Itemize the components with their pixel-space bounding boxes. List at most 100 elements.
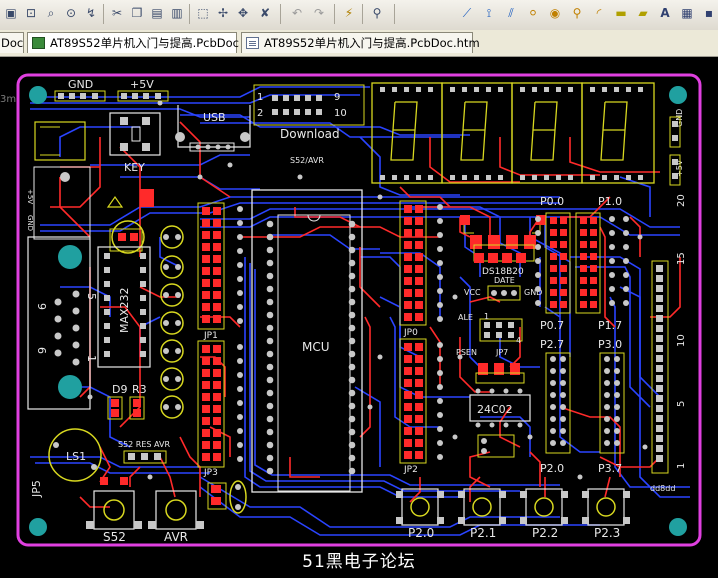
polygon-icon[interactable]: ▰ [638, 6, 648, 20]
mounting-hole [29, 518, 47, 536]
p2-header [545, 352, 571, 454]
svg-text:10: 10 [334, 108, 347, 119]
svg-text:1: 1 [676, 463, 687, 469]
svg-text:9: 9 [334, 92, 340, 103]
svg-text:P2.7: P2.7 [540, 338, 564, 351]
s52resavr-label: S52 RES AVR [118, 440, 170, 449]
svg-text:P0.0: P0.0 [540, 195, 564, 208]
main-toolbar: ▣ ⊡ ⌕ ⊙ ↯ ✂ ❐ ▤ ▥ ⬚ ✢ ✥ ✘ ↶ ↷ ⚡ ⚲ ⟋ ⟟ ⫽ … [0, 0, 718, 31]
inspect-icon[interactable]: ⚲ [372, 6, 382, 20]
svg-text:10: 10 [676, 334, 687, 347]
svg-text:24C02: 24C02 [477, 403, 513, 416]
multi-route-icon[interactable]: ⫽ [508, 5, 514, 20]
copy-icon[interactable]: ❐ [131, 6, 143, 20]
svg-text:4: 4 [516, 336, 521, 345]
max232-label: MAX232 [118, 287, 131, 333]
zoom-fit-icon[interactable]: ⊡ [25, 6, 37, 20]
svg-text:6: 6 [35, 347, 48, 354]
s52-button[interactable] [86, 477, 142, 530]
svg-text:15: 15 [676, 252, 687, 265]
power-jack [34, 121, 86, 161]
tab-pcbdoc-htm[interactable]: AT89S52单片机入门与提高.PcbDoc.htm [241, 32, 480, 53]
pcb-workspace[interactable]: 3mm [0, 57, 718, 547]
jp1-pad-array [197, 202, 243, 330]
arc-icon[interactable]: ◜ [596, 6, 602, 20]
button-p21[interactable] [458, 488, 506, 526]
ruler-label: 3mm [0, 94, 26, 105]
tab-previous[interactable]: Doc [0, 32, 24, 53]
point-icon[interactable]: ⚲ [572, 6, 582, 20]
mcu-socket [251, 189, 363, 493]
tab-pcbdoc[interactable]: AT89S52单片机入门与提高.PcbDoc [27, 32, 239, 53]
button-p22[interactable] [520, 488, 568, 526]
zoom-selected-icon[interactable]: ⊙ [65, 6, 77, 20]
svg-text:P1.0: P1.0 [598, 195, 622, 208]
jp3-pad-array [197, 340, 243, 468]
svg-text:AVR: AVR [164, 530, 188, 544]
svg-text:P2.0: P2.0 [540, 462, 564, 475]
button-p20[interactable] [396, 488, 444, 526]
avr-button[interactable] [148, 490, 204, 530]
side-gnd-label: GND [26, 215, 34, 231]
download-label: Download [280, 127, 340, 141]
text-icon[interactable]: A [660, 6, 670, 20]
ds18b20-area [460, 215, 546, 263]
mounting-hole [669, 86, 687, 104]
magic-wand-icon[interactable]: ⚡ [344, 6, 354, 20]
forum-caption: 51黑电子论坛 [0, 547, 718, 578]
svg-text:PSEN: PSEN [456, 348, 477, 357]
redo-icon[interactable]: ↷ [313, 6, 325, 20]
p0-header [545, 212, 571, 314]
buzzer-ls1 [48, 428, 102, 482]
svg-text:5: 5 [676, 401, 687, 407]
interactive-route-icon[interactable]: ⟋ [462, 5, 472, 20]
move-selection-icon[interactable]: ✥ [237, 6, 249, 20]
component-icon[interactable]: ▦ [681, 6, 693, 20]
svg-text:2: 2 [257, 108, 263, 119]
via-icon[interactable]: ◉ [549, 6, 561, 20]
save-icon[interactable]: ▣ [5, 6, 17, 20]
paste-icon[interactable]: ▤ [151, 6, 163, 20]
button-p23[interactable] [582, 488, 630, 526]
svg-text:9: 9 [35, 303, 48, 310]
p1-header [575, 212, 601, 314]
differential-route-icon[interactable]: ⟟ [486, 5, 492, 20]
svg-text:1: 1 [484, 312, 489, 321]
more-icon[interactable]: ▪ [704, 6, 714, 20]
cut-icon[interactable]: ✂ [111, 6, 123, 20]
svg-text:GND: GND [524, 288, 542, 297]
s52avr-label: S52/AVR [290, 156, 324, 165]
db9-connector [27, 236, 91, 410]
svg-text:P2.0: P2.0 [408, 526, 434, 540]
svg-text:5: 5 [85, 293, 98, 300]
pad-icon[interactable]: ⚪ [527, 6, 539, 20]
svg-text:dd8dd: dd8dd [650, 484, 675, 493]
seven-segment-displays [371, 82, 655, 184]
zoom-area-icon[interactable]: ⌕ [47, 5, 55, 20]
r3-label: R3 [132, 383, 147, 396]
select-area-icon[interactable]: ⬚ [197, 6, 209, 20]
svg-text:P2.2: P2.2 [532, 526, 558, 540]
deselect-icon[interactable]: ✘ [259, 6, 271, 20]
svg-text:P2.1: P2.1 [470, 526, 496, 540]
svg-text:P2.3: P2.3 [594, 526, 620, 540]
svg-text:JP0: JP0 [403, 328, 418, 338]
paste-special-icon[interactable]: ▥ [171, 6, 183, 20]
move-icon[interactable]: ✢ [217, 6, 229, 20]
d9-label: D9 [112, 383, 127, 396]
svg-text:VCC: VCC [464, 288, 481, 297]
key-switch [109, 112, 161, 156]
bottom-layer-traces [30, 86, 690, 536]
svg-text:JP2: JP2 [403, 465, 418, 475]
svg-text:JP7: JP7 [495, 348, 508, 357]
fill-icon[interactable]: ▬ [615, 6, 627, 20]
undo-icon[interactable]: ↶ [291, 6, 303, 20]
usb-outline [177, 105, 251, 148]
mounting-hole [669, 518, 687, 536]
html-file-icon [246, 37, 259, 49]
pcb-board-view[interactable]: 3mm [0, 57, 718, 547]
route-icon[interactable]: ↯ [85, 6, 97, 20]
svg-text:LS1: LS1 [66, 450, 86, 463]
jp5-label: JP5 [30, 480, 43, 498]
max232-chip [97, 246, 151, 368]
